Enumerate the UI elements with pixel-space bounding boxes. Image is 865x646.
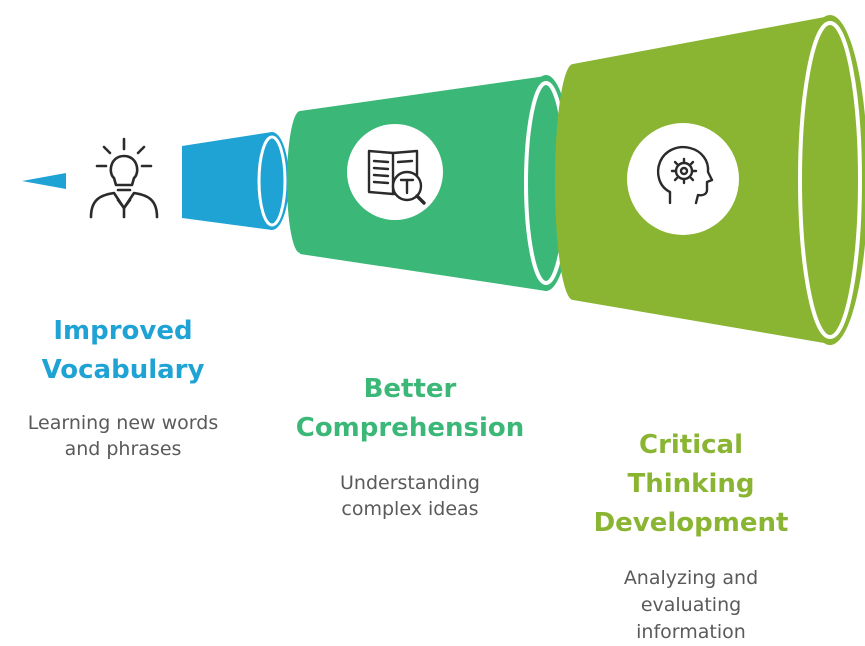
stage-3-desc-line-3: information	[636, 621, 746, 643]
stage-3-title: Critical Thinking Development	[575, 426, 807, 543]
stage-1-title-line-2: Vocabulary	[41, 355, 205, 385]
stage-3-desc-line-2: evaluating	[640, 594, 742, 616]
stage-2-title-line-1: Better	[363, 374, 457, 404]
stage-3-title-line-1: Critical	[638, 430, 744, 460]
head-gear-icon	[656, 146, 714, 205]
funnel-tip	[22, 173, 66, 189]
stage-3-title-line-3: Development	[593, 508, 789, 538]
stage-2-text: Better Comprehension Understanding compl…	[275, 370, 545, 522]
stage-3-title-line-2: Thinking	[627, 469, 755, 499]
stage-1-desc-line-2: and phrases	[64, 438, 182, 460]
stage-2-desc-line-2: complex ideas	[341, 498, 479, 520]
stage-1-title: Improved Vocabulary	[0, 312, 246, 390]
stage-2-title: Better Comprehension	[275, 370, 545, 448]
stage-3-text: Critical Thinking Development Analyzing …	[575, 426, 807, 646]
stage-2-desc-line-1: Understanding	[340, 472, 480, 494]
stage-2-description: Understanding complex ideas	[275, 470, 545, 522]
stage-1-desc-line-1: Learning new words	[27, 412, 219, 434]
stage-1-description: Learning new words and phrases	[0, 410, 246, 462]
stage-2-title-line-2: Comprehension	[295, 413, 525, 443]
stage-3-desc-line-1: Analyzing and	[623, 567, 759, 589]
stage-1-text: Improved Vocabulary Learning new words a…	[0, 312, 246, 462]
lightbulb-person-icon	[89, 137, 159, 219]
stage-3-description: Analyzing and evaluating information	[575, 565, 807, 646]
book-magnifier-icon	[367, 149, 426, 205]
icon-circle-2	[347, 124, 443, 220]
funnel-segment-1	[182, 132, 289, 230]
stage-1-title-line-1: Improved	[53, 316, 193, 346]
